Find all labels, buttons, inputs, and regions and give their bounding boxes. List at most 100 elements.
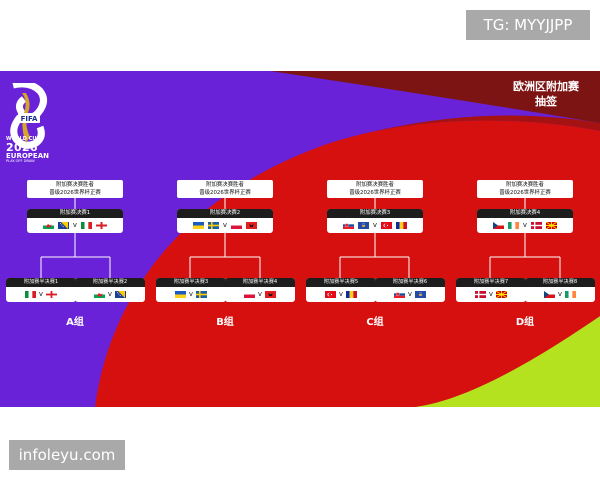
semi-final-flags: v	[156, 287, 226, 302]
event-title-line-1: 欧洲区附加赛	[513, 80, 579, 93]
semi-final-flags: v	[306, 287, 376, 302]
vs-glyph: v	[107, 290, 113, 298]
logo-line-4: PLAY-OFF DRAW	[6, 159, 35, 163]
semi-final-label: 附加赛半决赛5	[306, 278, 376, 287]
bracket-lines	[40, 198, 561, 278]
vs-glyph: v	[38, 290, 44, 298]
vs-glyph: v	[338, 290, 344, 298]
flag-czechia-icon	[492, 222, 504, 229]
logo-text: WORLD CUP 2026 EUROPEAN PLAY-OFF DRAW	[6, 137, 56, 164]
path-label: C组	[366, 317, 384, 328]
flag-sweden-icon	[207, 222, 219, 229]
final-match-box: 附加赛决赛2 v	[177, 209, 273, 233]
flag-north-macedonia-icon	[546, 222, 558, 229]
flag-poland-icon	[231, 222, 243, 229]
flag-kosovo-icon	[415, 291, 427, 298]
flag-sweden-icon	[196, 291, 208, 298]
flag-ukraine-icon	[192, 222, 204, 229]
final-match-label: 附加赛决赛3	[327, 209, 423, 218]
vs-glyph: v	[257, 290, 263, 298]
semi-final-box: 附加赛半决赛8 v	[525, 278, 595, 302]
flag-wales-icon	[93, 291, 105, 298]
tg-watermark: TG: MYYJJPP	[466, 10, 590, 40]
path-label: A组	[66, 317, 84, 328]
semi-final-label: 附加赛半决赛4	[225, 278, 295, 287]
flag-poland-icon	[243, 291, 255, 298]
event-title: 欧洲区附加赛 抽签	[500, 79, 592, 109]
semi-final-label: 附加赛半决赛2	[75, 278, 145, 287]
flag-slovakia-icon	[342, 222, 354, 229]
fifa-badge: FIFA	[21, 115, 38, 123]
final-match-label: 附加赛决赛2	[177, 209, 273, 218]
flag-england-icon	[96, 222, 108, 229]
logo-line-3: EUROPEAN	[6, 152, 49, 160]
final-match-flags: v	[177, 218, 273, 233]
semi-final-box: 附加赛半决赛5 v	[306, 278, 376, 302]
winner-box: 附加赛决赛胜者晋级2026世界杯正赛	[327, 180, 423, 198]
flag-slovakia-icon	[393, 291, 405, 298]
final-match-box: 附加赛决赛3 v	[327, 209, 423, 233]
flag-kosovo-icon	[357, 222, 369, 229]
semi-final-flags: v	[225, 287, 295, 302]
winner-line-2: 晋级2026世界杯正赛	[349, 190, 401, 196]
flag-ireland-icon	[565, 291, 577, 298]
final-match-label: 附加赛决赛4	[477, 209, 573, 218]
semi-final-label: 附加赛半决赛6	[375, 278, 445, 287]
semi-final-flags: v	[375, 287, 445, 302]
flag-turkey-icon	[324, 291, 336, 298]
semi-final-box: 附加赛半决赛2 v	[75, 278, 145, 302]
winner-line-1: 附加赛决赛胜者	[356, 182, 394, 188]
winner-box: 附加赛决赛胜者晋级2026世界杯正赛	[27, 180, 123, 198]
winner-line-2: 晋级2026世界杯正赛	[199, 190, 251, 196]
vs-glyph: v	[188, 290, 194, 298]
winner-box: 附加赛决赛胜者晋级2026世界杯正赛	[477, 180, 573, 198]
flag-ireland-icon	[507, 222, 519, 229]
winner-line-2: 晋级2026世界杯正赛	[499, 190, 551, 196]
semi-final-box: 附加赛半决赛4 v	[225, 278, 295, 302]
site-watermark: infoleyu.com	[9, 440, 125, 470]
flag-turkey-icon	[381, 222, 393, 229]
flag-albania-icon	[246, 222, 258, 229]
vs-glyph: v	[522, 221, 528, 229]
semi-final-label: 附加赛半决赛7	[456, 278, 526, 287]
semi-final-box: 附加赛半决赛7 v	[456, 278, 526, 302]
flag-bosnia-icon	[57, 222, 69, 229]
flag-italy-icon	[24, 291, 36, 298]
winner-line-1: 附加赛决赛胜者	[56, 182, 94, 188]
winner-box: 附加赛决赛胜者晋级2026世界杯正赛	[177, 180, 273, 198]
vs-glyph: v	[222, 221, 228, 229]
final-match-box: 附加赛决赛4 v	[477, 209, 573, 233]
flag-bosnia-icon	[115, 291, 127, 298]
semi-final-label: 附加赛半决赛8	[525, 278, 595, 287]
flag-romania-icon	[396, 222, 408, 229]
logo-line-2: 2026	[6, 141, 38, 154]
semi-final-label: 附加赛半决赛3	[156, 278, 226, 287]
semi-final-flags: v	[456, 287, 526, 302]
flag-north-macedonia-icon	[496, 291, 508, 298]
semi-final-box: 附加赛半决赛1 v	[6, 278, 76, 302]
flag-denmark-icon	[531, 222, 543, 229]
semi-final-flags: v	[525, 287, 595, 302]
vs-glyph: v	[557, 290, 563, 298]
final-match-label: 附加赛决赛1	[27, 209, 123, 218]
vs-glyph: v	[372, 221, 378, 229]
semi-final-box: 附加赛半决赛6 v	[375, 278, 445, 302]
winner-line-2: 晋级2026世界杯正赛	[49, 190, 101, 196]
semi-final-box: 附加赛半决赛3 v	[156, 278, 226, 302]
playoff-poster: FIFA WORLD CUP 2026 EUROPEAN PLAY-OFF DR…	[0, 71, 600, 407]
final-match-box: 附加赛决赛1 v	[27, 209, 123, 233]
vs-glyph: v	[407, 290, 413, 298]
logo-line-1: WORLD CUP	[6, 136, 41, 142]
event-title-line-2: 抽签	[535, 95, 557, 108]
final-match-flags: v	[327, 218, 423, 233]
semi-final-label: 附加赛半决赛1	[6, 278, 76, 287]
final-match-flags: v	[477, 218, 573, 233]
vs-glyph: v	[72, 221, 78, 229]
winner-line-1: 附加赛决赛胜者	[206, 182, 244, 188]
flag-albania-icon	[265, 291, 277, 298]
semi-final-flags: v	[75, 287, 145, 302]
flag-wales-icon	[42, 222, 54, 229]
vs-glyph: v	[488, 290, 494, 298]
semi-final-flags: v	[6, 287, 76, 302]
flag-czechia-icon	[543, 291, 555, 298]
